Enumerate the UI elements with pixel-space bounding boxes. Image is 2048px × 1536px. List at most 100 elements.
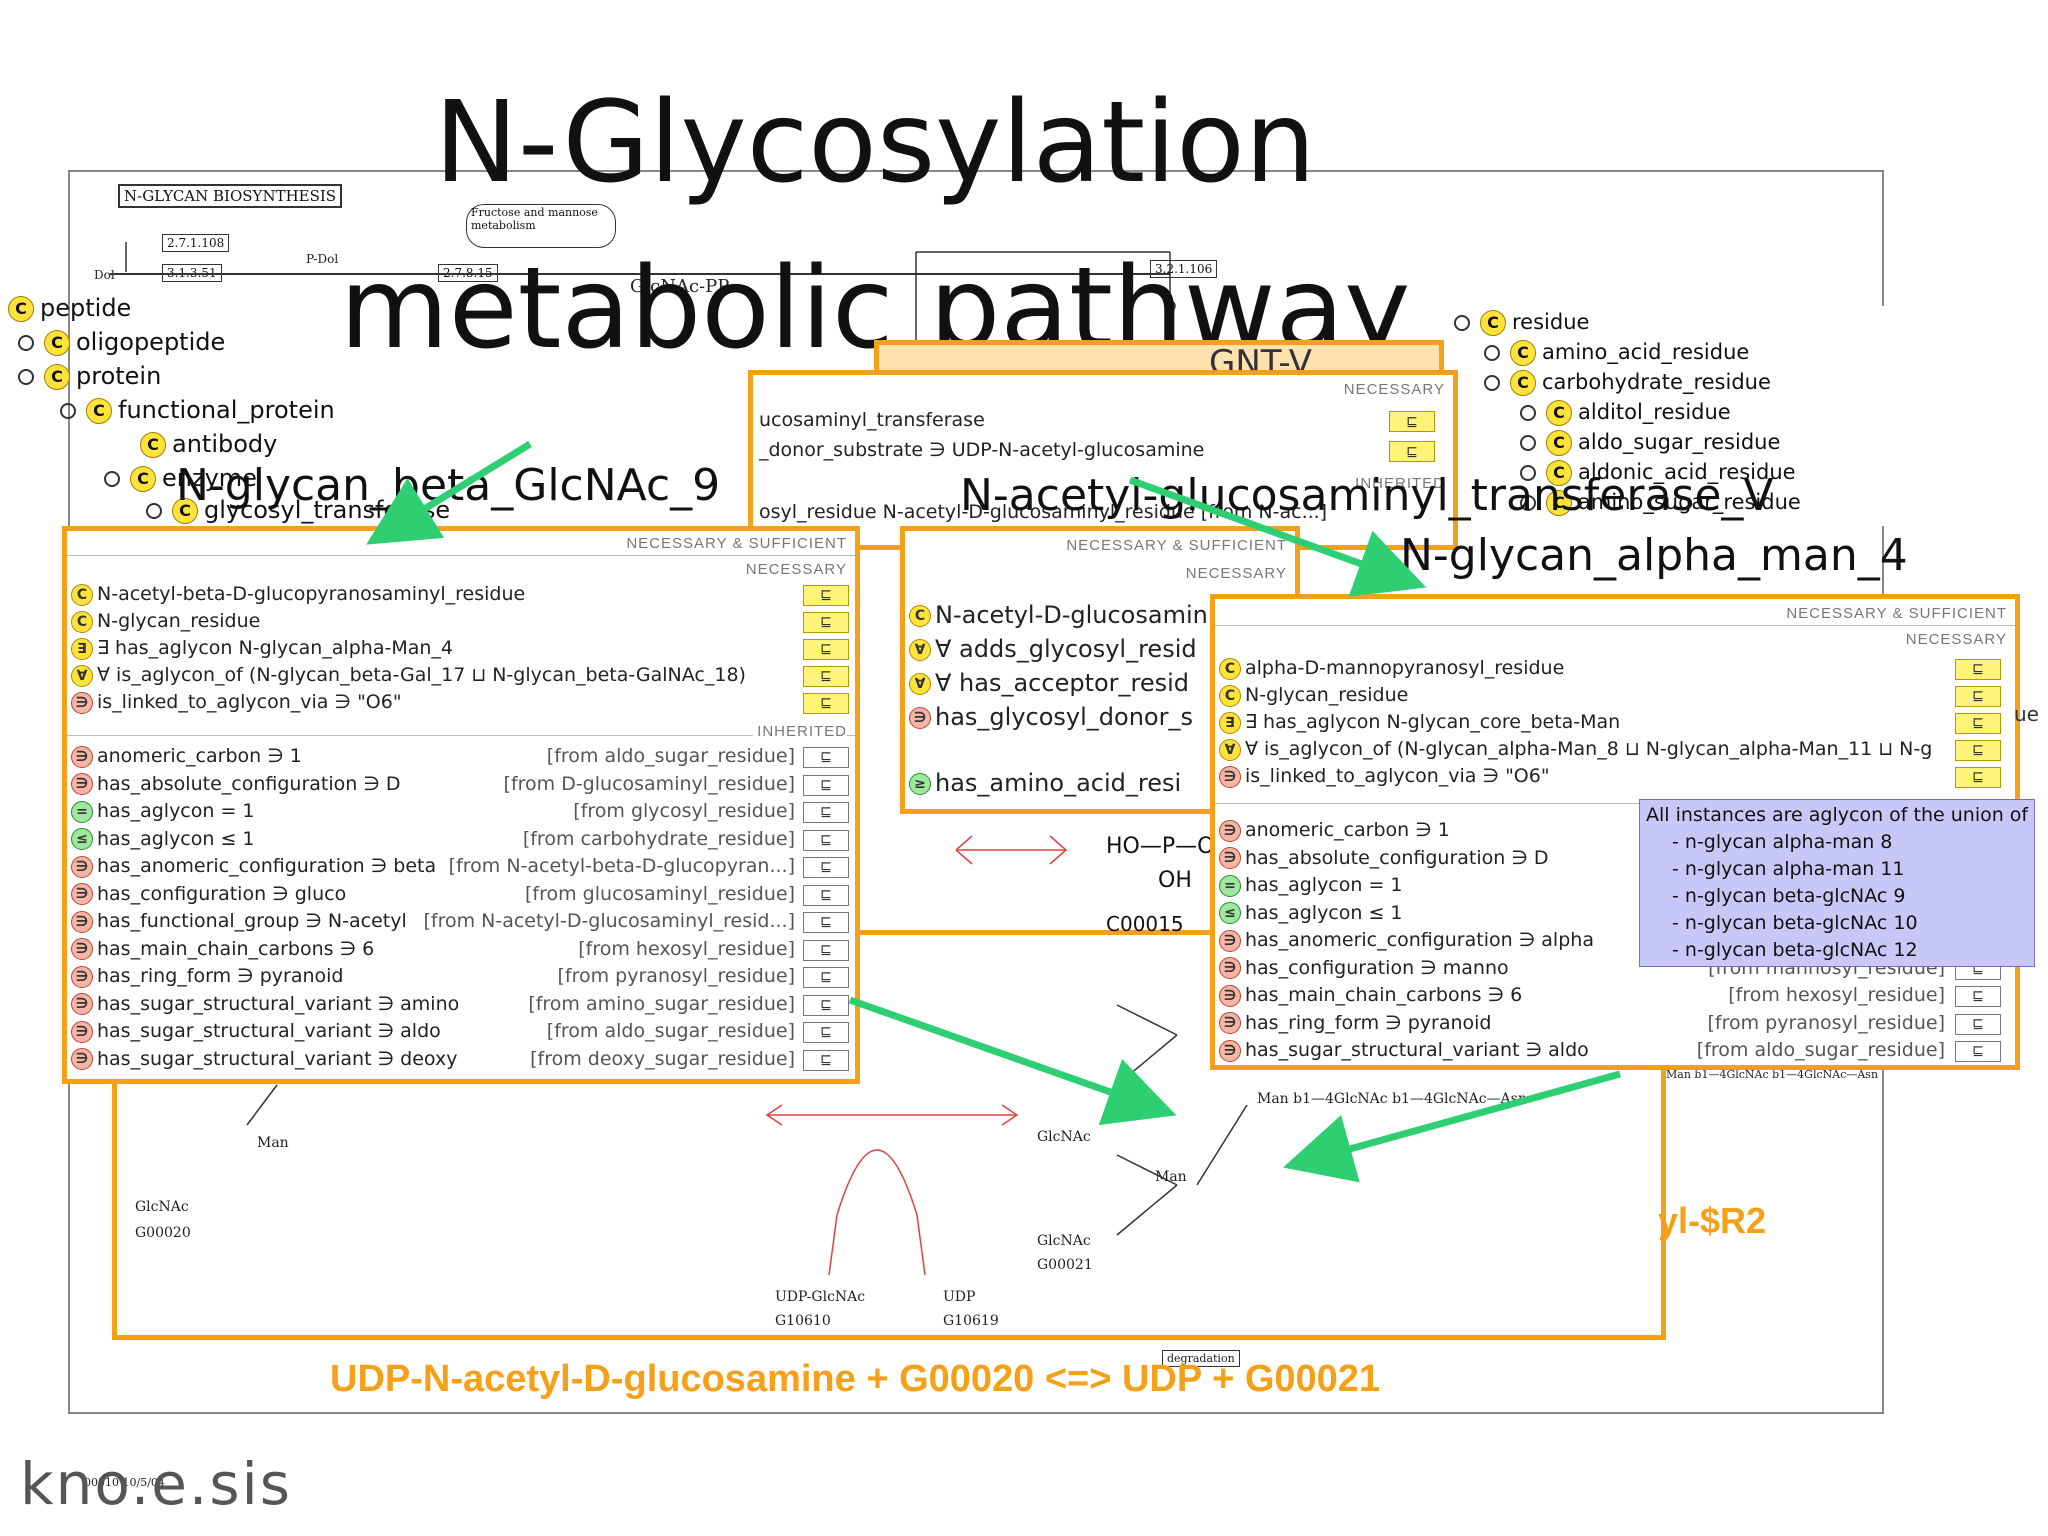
- row-text: has_main_chain_carbons ∋ 6: [97, 937, 375, 960]
- subsumption-icon[interactable]: ⊑: [803, 612, 849, 633]
- inherited-row[interactable]: ∋has_ring_form ∋ pyranoid[from pyranosyl…: [1215, 1012, 2015, 1039]
- inherited-row[interactable]: ∋has_sugar_structural_variant ∋ aldo[fro…: [1215, 1039, 2015, 1066]
- subsumption-icon[interactable]: ⊑: [803, 585, 849, 606]
- subsumption-icon[interactable]: ⊑: [803, 1022, 849, 1043]
- restriction-row[interactable]: ucosaminyl_transferase: [759, 409, 985, 431]
- subsumption-icon[interactable]: ⊑: [803, 967, 849, 988]
- restriction-row[interactable]: osyl_residue N-acetyl-D-glucosaminyl_res…: [759, 501, 1328, 523]
- inherited-row[interactable]: ∋has_ring_form ∋ pyranoid[from pyranosyl…: [67, 965, 855, 992]
- expand-pin-icon: [146, 503, 162, 519]
- ec-box: 2.7.1.108: [162, 234, 230, 252]
- tooltip-line: - n-glycan beta-glcNAc 10: [1672, 912, 1918, 934]
- inherited-row[interactable]: =has_aglycon = 1[from glycosyl_residue]⊑: [67, 800, 855, 827]
- restriction-row[interactable]: ∋has_glycosyl_donor_s: [905, 703, 1295, 731]
- tree-label: aldo_sugar_residue: [1578, 430, 1781, 454]
- tooltip-line: - n-glycan beta-glcNAc 9: [1672, 885, 1906, 907]
- inherited-row[interactable]: ∋has_sugar_structural_variant ∋ aldo[fro…: [67, 1020, 855, 1047]
- inherited-row[interactable]: ∋has_sugar_structural_variant ∋ deoxy[fr…: [67, 1048, 855, 1075]
- subsumption-icon[interactable]: ⊑: [803, 1049, 849, 1071]
- class-icon: C: [140, 432, 166, 458]
- subsumption-icon[interactable]: ⊑: [803, 912, 849, 933]
- tooltip-line: All instances are aglycon of the union o…: [1646, 804, 2029, 826]
- subsumption-icon[interactable]: ⊑: [803, 939, 849, 961]
- subsumption-icon[interactable]: ⊑: [1955, 767, 2001, 788]
- inherited-row[interactable]: ∋has_sugar_structural_variant ∋ amino[fr…: [67, 993, 855, 1020]
- subsumption-icon[interactable]: ⊑: [803, 994, 849, 1016]
- subsumption-icon[interactable]: ⊑: [803, 666, 849, 687]
- restriction-row[interactable]: ∀∀ is_aglycon_of (N-glycan_alpha-Man_8 ⊔…: [1215, 738, 2015, 765]
- subsumption-icon[interactable]: ⊑: [803, 774, 849, 796]
- subsumption-icon[interactable]: ⊑: [803, 802, 849, 823]
- subsumption-icon[interactable]: ⊑: [1955, 1041, 2001, 1062]
- row-text: N-acetyl-beta-D-glucopyranosaminyl_resid…: [97, 583, 526, 605]
- g10610-label: G10610: [775, 1313, 831, 1329]
- red-double-arrow: [956, 835, 1068, 865]
- inherited-row[interactable]: ∋has_anomeric_configuration ∋ beta[from …: [67, 855, 855, 882]
- subsumption-icon[interactable]: ⊑: [803, 857, 849, 878]
- subsumption-icon[interactable]: ⊑: [1389, 441, 1435, 462]
- subsumption-icon[interactable]: ⊑: [1955, 659, 2001, 680]
- subsumption-icon[interactable]: ⊑: [803, 747, 849, 768]
- restriction-row[interactable]: ∃∃ has_aglycon N-glycan_alpha-Man_4⊑: [67, 637, 855, 664]
- subsumption-icon[interactable]: ⊑: [1955, 986, 2001, 1007]
- restriction-row[interactable]: _donor_substrate ∋ UDP-N-acetyl-glucosam…: [759, 439, 1205, 461]
- tree-label: oligopeptide: [76, 328, 226, 356]
- class-icon: C: [909, 605, 931, 627]
- inherited-row[interactable]: ∋anomeric_carbon ∋ 1[from aldo_sugar_res…: [67, 745, 855, 772]
- subsumption-icon[interactable]: ⊑: [1955, 1013, 2001, 1035]
- row-text: ∀ is_aglycon_of (N-glycan_beta-Gal_17 ⊔ …: [97, 664, 746, 686]
- subsumption-icon[interactable]: ⊑: [1955, 740, 2001, 761]
- subsumption-icon[interactable]: ⊑: [803, 829, 849, 851]
- restriction-row[interactable]: ≥has_amino_acid_resi: [905, 769, 1295, 797]
- restriction-row[interactable]: ∋is_linked_to_aglycon_via ∋ "O6"⊑: [1215, 765, 2015, 792]
- forall-icon: ∀: [909, 673, 931, 695]
- subsumption-icon[interactable]: ⊑: [1955, 713, 2001, 734]
- inherited-row[interactable]: ∋has_absolute_configuration ∋ D[from D-g…: [67, 773, 855, 800]
- row-source: [from D-glucosaminyl_residue]: [503, 772, 795, 795]
- restriction-row[interactable]: ∀∀ is_aglycon_of (N-glycan_beta-Gal_17 ⊔…: [67, 664, 855, 691]
- row-source: [from hexosyl_residue]: [1728, 984, 1945, 1006]
- restriction-row[interactable]: ∃∃ has_aglycon N-glycan_core_beta-Man⊑: [1215, 711, 2015, 738]
- inherited-row[interactable]: ∋has_main_chain_carbons ∋ 6[from hexosyl…: [1215, 984, 2015, 1011]
- restriction-row[interactable]: ∀∀ has_acceptor_resid: [905, 669, 1295, 697]
- hasvalue-icon: ∋: [71, 910, 93, 933]
- restriction-row[interactable]: ∀∀ adds_glycosyl_resid: [905, 635, 1295, 663]
- row-text: ∃ has_aglycon N-glycan_core_beta-Man: [1245, 711, 1621, 733]
- row-text: N-glycan_residue: [97, 610, 261, 632]
- subsumption-icon[interactable]: ⊑: [803, 693, 849, 714]
- expand-pin-icon: [1454, 315, 1470, 331]
- inherited-row[interactable]: ∋has_main_chain_carbons ∋ 6[from hexosyl…: [67, 938, 855, 965]
- inherited-row[interactable]: ∋has_functional_group ∋ N-acetyl[from N-…: [67, 910, 855, 937]
- hasvalue-icon: ∋: [71, 938, 93, 960]
- subsumption-icon[interactable]: ⊑: [803, 884, 849, 906]
- subsumption-icon[interactable]: ⊑: [803, 639, 849, 660]
- inherited-row[interactable]: ≤has_aglycon ≤ 1[from carbohydrate_resid…: [67, 828, 855, 855]
- restriction-row[interactable]: ∋is_linked_to_aglycon_via ∋ "O6"⊑: [67, 691, 855, 718]
- g00021-label: G00021: [1037, 1257, 1093, 1273]
- row-text: has_main_chain_carbons ∋ 6: [1245, 984, 1523, 1006]
- inherited-row[interactable]: ∋has_configuration ∋ gluco[from glucosam…: [67, 883, 855, 910]
- forall-icon: ∀: [1219, 738, 1241, 761]
- r2-label: yl-$R2: [1658, 1200, 1767, 1241]
- subsumption-icon[interactable]: ⊑: [1955, 686, 2001, 707]
- subsumption-icon[interactable]: ⊑: [1389, 411, 1435, 432]
- row-text: has_amino_acid_resi: [935, 769, 1182, 797]
